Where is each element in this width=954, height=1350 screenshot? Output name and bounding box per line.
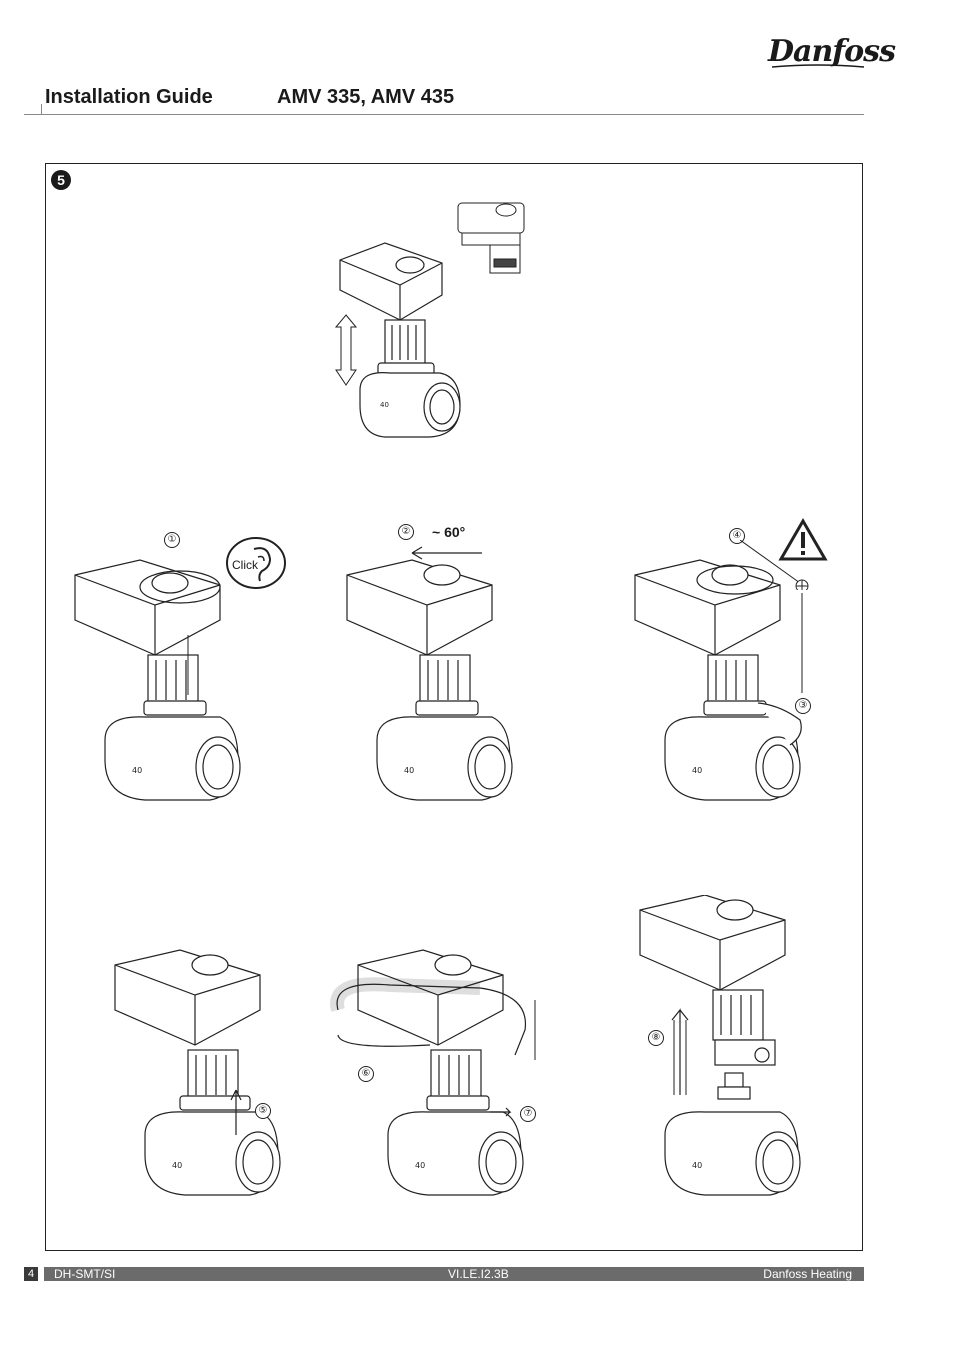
page-footer: 4 DH-SMT/SI VI.LE.I2.3B Danfoss Heating — [24, 1267, 864, 1281]
illustration-step-1: 40 — [70, 545, 250, 825]
step-marker-6: ⑥ — [358, 1066, 374, 1082]
angle-label: ~ 60° — [432, 524, 466, 540]
page-number: 4 — [24, 1267, 38, 1281]
footer-right: Danfoss Heating — [763, 1267, 852, 1281]
page-header: Installation Guide AMV 335, AMV 435 — [45, 86, 454, 109]
danfoss-logo: Danfoss — [768, 34, 896, 69]
footer-left: DH-SMT/SI — [54, 1267, 116, 1281]
header-rule — [24, 114, 864, 115]
step-number-badge: 5 — [51, 170, 71, 190]
step-marker-1: ① — [164, 532, 180, 548]
svg-text:40: 40 — [172, 1161, 182, 1170]
illustration-step-5: 40 — [110, 940, 290, 1220]
svg-text:40: 40 — [692, 1161, 702, 1170]
footer-center: VI.LE.I2.3B — [448, 1267, 509, 1281]
svg-text:40: 40 — [415, 1161, 425, 1170]
figure-frame — [45, 163, 863, 1251]
svg-text:40: 40 — [132, 766, 142, 775]
svg-text:40: 40 — [404, 766, 414, 775]
footer-bar: DH-SMT/SI VI.LE.I2.3B Danfoss Heating — [44, 1267, 864, 1281]
warning-triangle-icon — [778, 518, 828, 561]
logo-swash — [772, 64, 864, 68]
top-illustration: 40 — [330, 195, 530, 455]
illustration-step-3-4: 40 — [630, 545, 810, 825]
svg-text:40: 40 — [692, 766, 702, 775]
header-product: AMV 335, AMV 435 — [277, 86, 455, 108]
step-marker-2: ② — [398, 524, 414, 540]
svg-text:40: 40 — [380, 401, 389, 409]
step-marker-5: ⑤ — [255, 1103, 271, 1119]
step-marker-8: ⑧ — [648, 1030, 664, 1046]
illustration-step-6-7: 40 — [330, 940, 540, 1220]
leader-line — [740, 540, 809, 590]
header-rule-tick — [41, 104, 42, 115]
step-marker-3: ③ — [795, 698, 811, 714]
ear-icon — [226, 537, 286, 589]
click-label: Click — [232, 558, 258, 572]
header-title: Installation Guide — [45, 86, 213, 108]
step-marker-4: ④ — [729, 528, 745, 544]
illustration-step-8: 40 — [630, 895, 820, 1215]
step-marker-7: ⑦ — [520, 1106, 536, 1122]
illustration-step-2: 40 — [342, 545, 522, 825]
